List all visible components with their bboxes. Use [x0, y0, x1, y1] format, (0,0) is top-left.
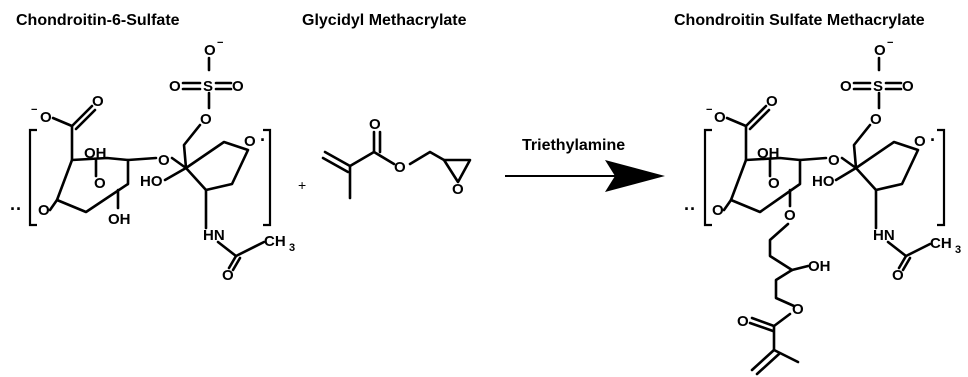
chain-dots-left: ·· — [10, 199, 22, 219]
p-sulfate-o-minus: O — [874, 42, 886, 59]
acetyl-o: O — [222, 267, 234, 284]
sulfate-o-bridge: O — [200, 111, 212, 128]
reagent-label: Triethylamine — [522, 137, 625, 154]
reactant2-title: Glycidyl Methacrylate — [302, 12, 467, 29]
gma-carbonyl-o: O — [369, 116, 381, 133]
chondroitin-6-sulfate-structure: O − O S O O − O O OH O OH O ·· O O · HO — [10, 37, 295, 284]
p-acetyl-o: O — [892, 267, 904, 284]
reaction-arrowhead — [605, 160, 665, 192]
acetyl-ch-sub: 3 — [289, 242, 295, 254]
ring1-o-ring: O — [94, 175, 106, 192]
chain-dots-right: · — [260, 130, 266, 150]
p-ring1-o-link: O — [712, 202, 724, 219]
ring2-o-ring: O — [244, 133, 256, 150]
ring1-oh-bottom: OH — [108, 211, 131, 228]
sulfate-o-right: O — [232, 78, 244, 95]
carboxyl-o-minus: O — [40, 109, 52, 126]
ring2-ho: HO — [140, 173, 163, 190]
p-ring2-hn: HN — [873, 227, 895, 244]
p-carboxyl-o: O — [766, 93, 778, 110]
p-side-ester-o: O — [792, 301, 804, 318]
glycosidic-o: O — [158, 152, 170, 169]
ring1-oh-top: OH — [84, 145, 107, 162]
plus-sign: + — [298, 177, 306, 193]
right-bracket — [263, 128, 272, 227]
product-title: Chondroitin Sulfate Methacrylate — [674, 12, 925, 29]
p-acetyl-ch-sub: 3 — [955, 244, 961, 256]
sulfate-o-left: O — [169, 78, 181, 95]
chondroitin-sulfate-methacrylate-structure: O − O S O O − O O OH O O ·· O O OH O — [684, 37, 961, 376]
p-carboxyl-o-minus: O — [714, 109, 726, 126]
acetyl-ch: CH — [264, 233, 286, 250]
p-chain-dots-left: ·· — [684, 199, 696, 219]
sulfate-minus-sign: − — [217, 37, 223, 49]
p-acetyl-ch: CH — [930, 235, 952, 252]
carboxyl-minus: − — [31, 104, 37, 116]
ring1-o-link-left: O — [38, 202, 50, 219]
glycidyl-methacrylate-structure: O O O — [321, 116, 472, 200]
p-sulfate-o-left: O — [840, 78, 852, 95]
product-left-bracket — [703, 128, 712, 227]
p-ring2-o-ring: O — [914, 133, 926, 150]
p-chain-dots-right: · — [930, 130, 936, 150]
sulfate-s: S — [203, 78, 213, 95]
reactant1-title: Chondroitin-6-Sulfate — [16, 12, 180, 29]
p-ether-o: O — [784, 207, 796, 224]
product-right-bracket — [937, 128, 946, 227]
p-ring1-o-ring: O — [768, 175, 780, 192]
ring2-hn: HN — [203, 227, 225, 244]
carboxyl-o: O — [92, 93, 104, 110]
p-side-oh: OH — [808, 258, 831, 275]
p-ring2-ho: HO — [812, 173, 835, 190]
p-sulfate-o-right: O — [902, 78, 914, 95]
p-glycosidic-o: O — [828, 152, 840, 169]
left-bracket — [28, 128, 37, 227]
gma-epoxide-o: O — [452, 181, 464, 198]
gma-ester-o: O — [394, 159, 406, 176]
sulfate-o-minus: O — [204, 42, 216, 59]
p-sulfate-minus: − — [887, 37, 893, 49]
p-side-carbonyl-o: O — [737, 313, 749, 330]
p-sulfate-s: S — [873, 78, 883, 95]
p-carboxyl-minus: − — [706, 104, 712, 116]
p-sulfate-o-bridge: O — [870, 111, 882, 128]
p-ring1-oh: OH — [757, 145, 780, 162]
